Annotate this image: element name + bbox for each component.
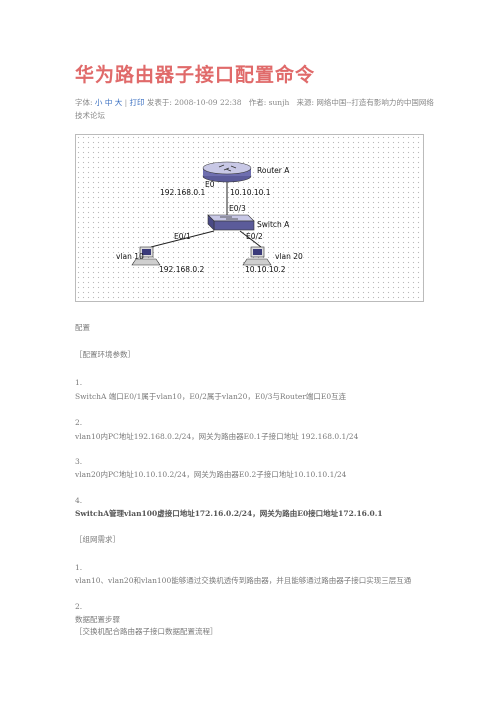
vlan20-label: vlan 20 [275,252,303,261]
router-label: Router A [257,166,290,175]
switch-icon [207,214,255,231]
router-ip-left: 192.168.0.1 [160,188,206,197]
e01-label: E0/1 [174,232,191,241]
link-switch-pc2 [239,230,262,248]
pc-icon [242,246,272,266]
item-number: 1. [75,563,83,572]
item-number: 1. [75,378,83,387]
source: 来源: 网络中国--打造有影响力的中国网络技术论坛 [75,98,434,120]
article-meta: 字体: 小 中 大 | 打印 发表于: 2008-10-09 22:38 作者:… [75,96,435,122]
req-header: ［组网需求］ [75,535,120,544]
env-item-3: vlan20内PC地址10.10.10.2/24，网关为路由器E0.2子接口地址… [75,470,347,479]
font-size-label: 字体: [75,98,93,107]
item-number: 3. [75,457,83,466]
req-item-2: 数据配置步骤 [75,615,120,624]
config-heading: 配置 [75,323,90,332]
vlan10-label: vlan 10 [116,252,144,261]
env-item-1: SwitchA 端口E0/1属于vlan10，E0/2属于vlan20，E0/3… [75,392,347,401]
meta-divider: | [124,98,128,107]
item-number: 2. [75,418,83,427]
e0-label: E0 [205,180,215,189]
flow-header: ［交换机配合路由器子接口数据配置流程］ [75,627,218,636]
print-link[interactable]: 打印 [129,98,145,107]
item-number: 4. [75,496,83,505]
link-switch-pc1 [150,230,215,248]
e03-label: E0/3 [229,204,246,213]
publish-time: 发表于: 2008-10-09 22:38 [146,98,242,107]
author: 作者: sunjh [248,98,290,107]
env-item-4: SwitchA管理vlan100虚接口地址172.16.0.2/24，网关为路由… [75,509,383,518]
pc-icon [131,246,161,266]
font-large-link[interactable]: 大 [114,98,123,107]
font-small-link[interactable]: 小 [94,98,103,107]
network-topology: Router A E0 192.168.0.1 10.10.10.1 E0/3 … [116,161,303,274]
item-number: 2. [75,602,83,611]
pc1-ip: 192.168.0.2 [159,265,205,274]
font-medium-link[interactable]: 中 [104,98,113,107]
req-item-1: vlan10、vlan20和vlan100能够通过交换机透传到路由器，并且能够通… [75,576,412,585]
env-header: ［配置环境参数］ [75,350,135,359]
network-diagram: Router A E0 192.168.0.1 10.10.10.1 E0/3 … [75,134,424,302]
router-icon [202,161,252,183]
page-title: 华为路由器子接口配置命令 [75,64,316,86]
env-item-2: vlan10内PC地址192.168.0.2/24，网关为路由器E0.1子接口地… [75,432,359,441]
switch-label: Switch A [257,220,290,229]
e02-label: E0/2 [246,232,263,241]
pc2-ip: 10.10.10.2 [245,265,286,274]
router-ip-right: 10.10.10.1 [230,188,271,197]
